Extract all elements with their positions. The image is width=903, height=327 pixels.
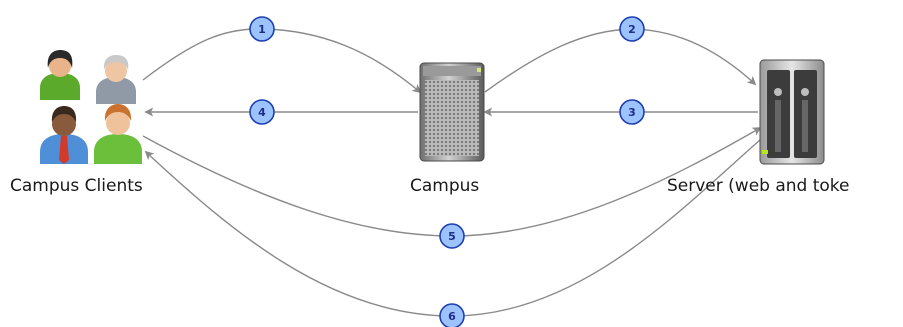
person-man-green-icon bbox=[94, 104, 142, 164]
edge-1-clients-to-campus bbox=[142, 28, 422, 94]
step-number-6: 6 bbox=[448, 310, 456, 323]
nas-server-icon bbox=[759, 59, 825, 165]
step-badge-6: 6 bbox=[439, 303, 465, 327]
person-elder-icon bbox=[96, 55, 136, 104]
step-number-5: 5 bbox=[448, 230, 456, 243]
person-woman-icon bbox=[40, 50, 80, 100]
people-group-icon bbox=[40, 50, 142, 164]
step-badge-1: 1 bbox=[249, 16, 275, 42]
server-tower-icon bbox=[419, 62, 485, 162]
node-label-campus: Campus bbox=[410, 176, 479, 196]
node-label-server: Server (web and toke bbox=[667, 176, 850, 196]
node-label-clients: Campus Clients bbox=[10, 176, 143, 196]
step-badge-5: 5 bbox=[439, 223, 465, 249]
step-badge-2: 2 bbox=[619, 16, 645, 42]
step-number-3: 3 bbox=[628, 106, 636, 119]
person-man-tie-icon bbox=[40, 106, 88, 164]
step-badge-3: 3 bbox=[619, 99, 645, 125]
step-number-1: 1 bbox=[258, 23, 266, 36]
step-number-2: 2 bbox=[628, 23, 636, 36]
step-number-4: 4 bbox=[258, 106, 266, 119]
edge-2-campus-to-server bbox=[484, 28, 757, 93]
step-badge-4: 4 bbox=[249, 99, 275, 125]
